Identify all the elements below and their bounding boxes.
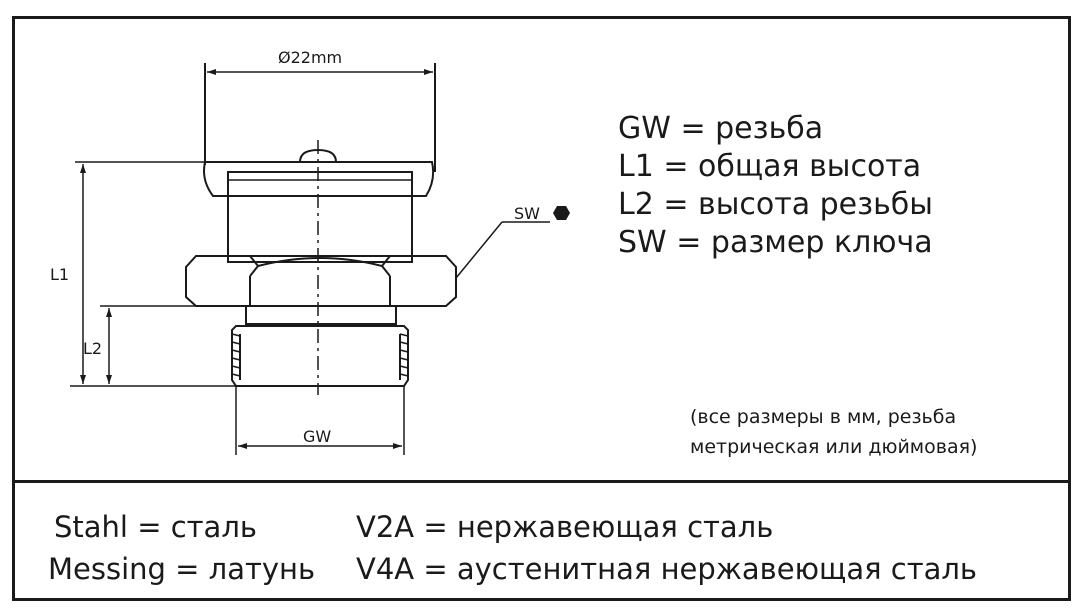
hexagon-symbol-icon [553,206,570,220]
material-messing: Messing = латунь [48,552,316,586]
thread-body [231,325,409,387]
legend-l1: L1 = общая высота [618,149,922,184]
materials-left: Stahl = сталь Messing = латунь [48,506,315,590]
neck [227,171,413,263]
hex-nut [185,255,457,307]
materials-right: V2A = нержавеющая сталь V4A = аустенитна… [356,506,977,590]
dimension-note: (все размеры в мм, резьба метрическая ил… [690,402,977,462]
material-v2a: V2A = нержавеющая сталь [356,510,774,544]
gw-label: GW [303,427,331,446]
section-divider [12,480,1071,483]
legend-sw: SW = размер ключа [618,225,933,260]
l2-label: L2 [83,339,102,358]
legend-l2: L2 = высота резьбы [618,187,933,222]
l1-label: L1 [50,265,69,284]
outer-frame [12,16,1071,601]
head-cap [203,161,435,197]
legend-gw: GW = резьба [618,111,824,146]
note-line-2: метрическая или дюймовая) [690,436,978,458]
sw-leader-line [455,221,503,279]
abbreviation-legend: GW = резьба L1 = общая высота L2 = высот… [618,110,933,262]
note-line-1: (все размеры в мм, резьба [690,406,957,428]
sw-label: SW [514,204,540,223]
material-stahl: Stahl = сталь [54,510,257,544]
diameter-label: Ø22mm [278,48,342,67]
material-v4a: V4A = аустенитная нержавеющая сталь [356,552,978,586]
thread-shoulder [245,305,397,325]
